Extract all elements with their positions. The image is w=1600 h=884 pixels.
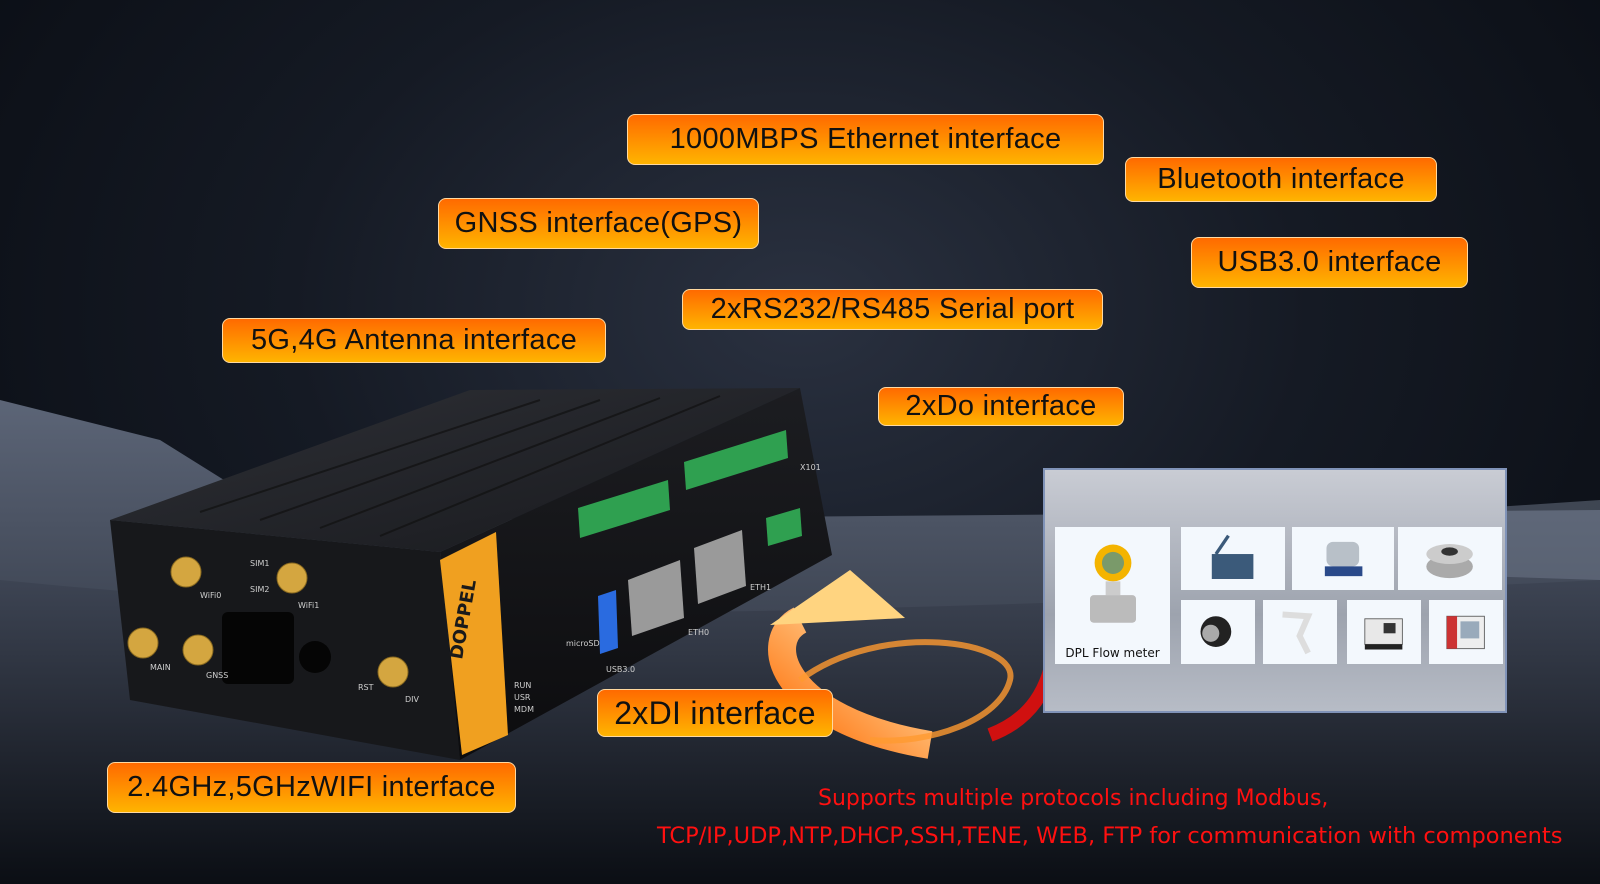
water-meter-tile — [1292, 527, 1394, 590]
do-interface-label: 2xDo interface — [878, 387, 1124, 426]
motor-icon — [1200, 616, 1232, 648]
port-label: DIV — [405, 695, 420, 704]
cnc-lathe-tile — [1347, 600, 1421, 664]
ethernet-interface-label: 1000MBPS Ethernet interface — [627, 114, 1104, 165]
usb-interface-label: USB3.0 interface — [1191, 237, 1468, 288]
port-label: WiFi1 — [298, 601, 319, 610]
water-meter-icon — [1325, 542, 1363, 577]
port-label: SIM1 — [250, 559, 269, 568]
gnss-interface-label: GNSS interface(GPS) — [438, 198, 759, 249]
flow-meter-icon — [1089, 544, 1136, 623]
bluetooth-interface-label: Bluetooth interface — [1125, 157, 1437, 202]
serial-port-label: 2xRS232/RS485 Serial port — [682, 289, 1103, 330]
flow-meter-label: DPL Flow meter — [1065, 646, 1160, 660]
gateway-icon — [1212, 535, 1254, 580]
robot-arm-icon — [1282, 611, 1313, 655]
port-label: ETH0 — [688, 628, 709, 637]
machining-center-icon — [1446, 616, 1486, 650]
port-label: MDM — [514, 705, 534, 714]
flow-meter-tile: DPL Flow meter — [1055, 527, 1170, 664]
port-label: RUN — [514, 681, 531, 690]
port-label: GNSS — [206, 671, 228, 680]
port-label: ETH1 — [750, 583, 771, 592]
antenna-interface-label: 5G,4G Antenna interface — [222, 318, 606, 363]
robot-arm-tile — [1263, 600, 1337, 664]
cnc-machine-icon — [1364, 618, 1404, 650]
di-interface-label: 2xDI interface — [597, 689, 833, 737]
terminal-blocks — [578, 430, 802, 546]
antenna-connectors — [127, 556, 409, 688]
cnc-center-tile — [1429, 600, 1503, 664]
wifi-interface-label: 2.4GHz,5GHzWIFI interface — [107, 762, 516, 813]
load-cell-tile — [1398, 527, 1502, 590]
port-label: MAIN — [150, 663, 171, 672]
protocols-line-1: Supports multiple protocols including Mo… — [818, 786, 1329, 811]
port-label: WiFi0 — [200, 591, 221, 600]
port-label: USB3.0 — [606, 665, 635, 674]
port-label: USR — [514, 693, 531, 702]
port-label: RST — [358, 683, 374, 692]
port-label: microSD — [566, 639, 600, 648]
compatible-devices-panel: DPL Flow meter — [1043, 468, 1507, 713]
motor-tile — [1181, 600, 1255, 664]
port-label: SIM2 — [250, 585, 269, 594]
load-cell-icon — [1426, 544, 1474, 579]
port-label: X101 — [800, 463, 821, 472]
gateway-tile — [1181, 527, 1285, 590]
protocols-line-2: TCP/IP,UDP,NTP,DHCP,SSH,TENE, WEB, FTP f… — [657, 823, 1563, 849]
